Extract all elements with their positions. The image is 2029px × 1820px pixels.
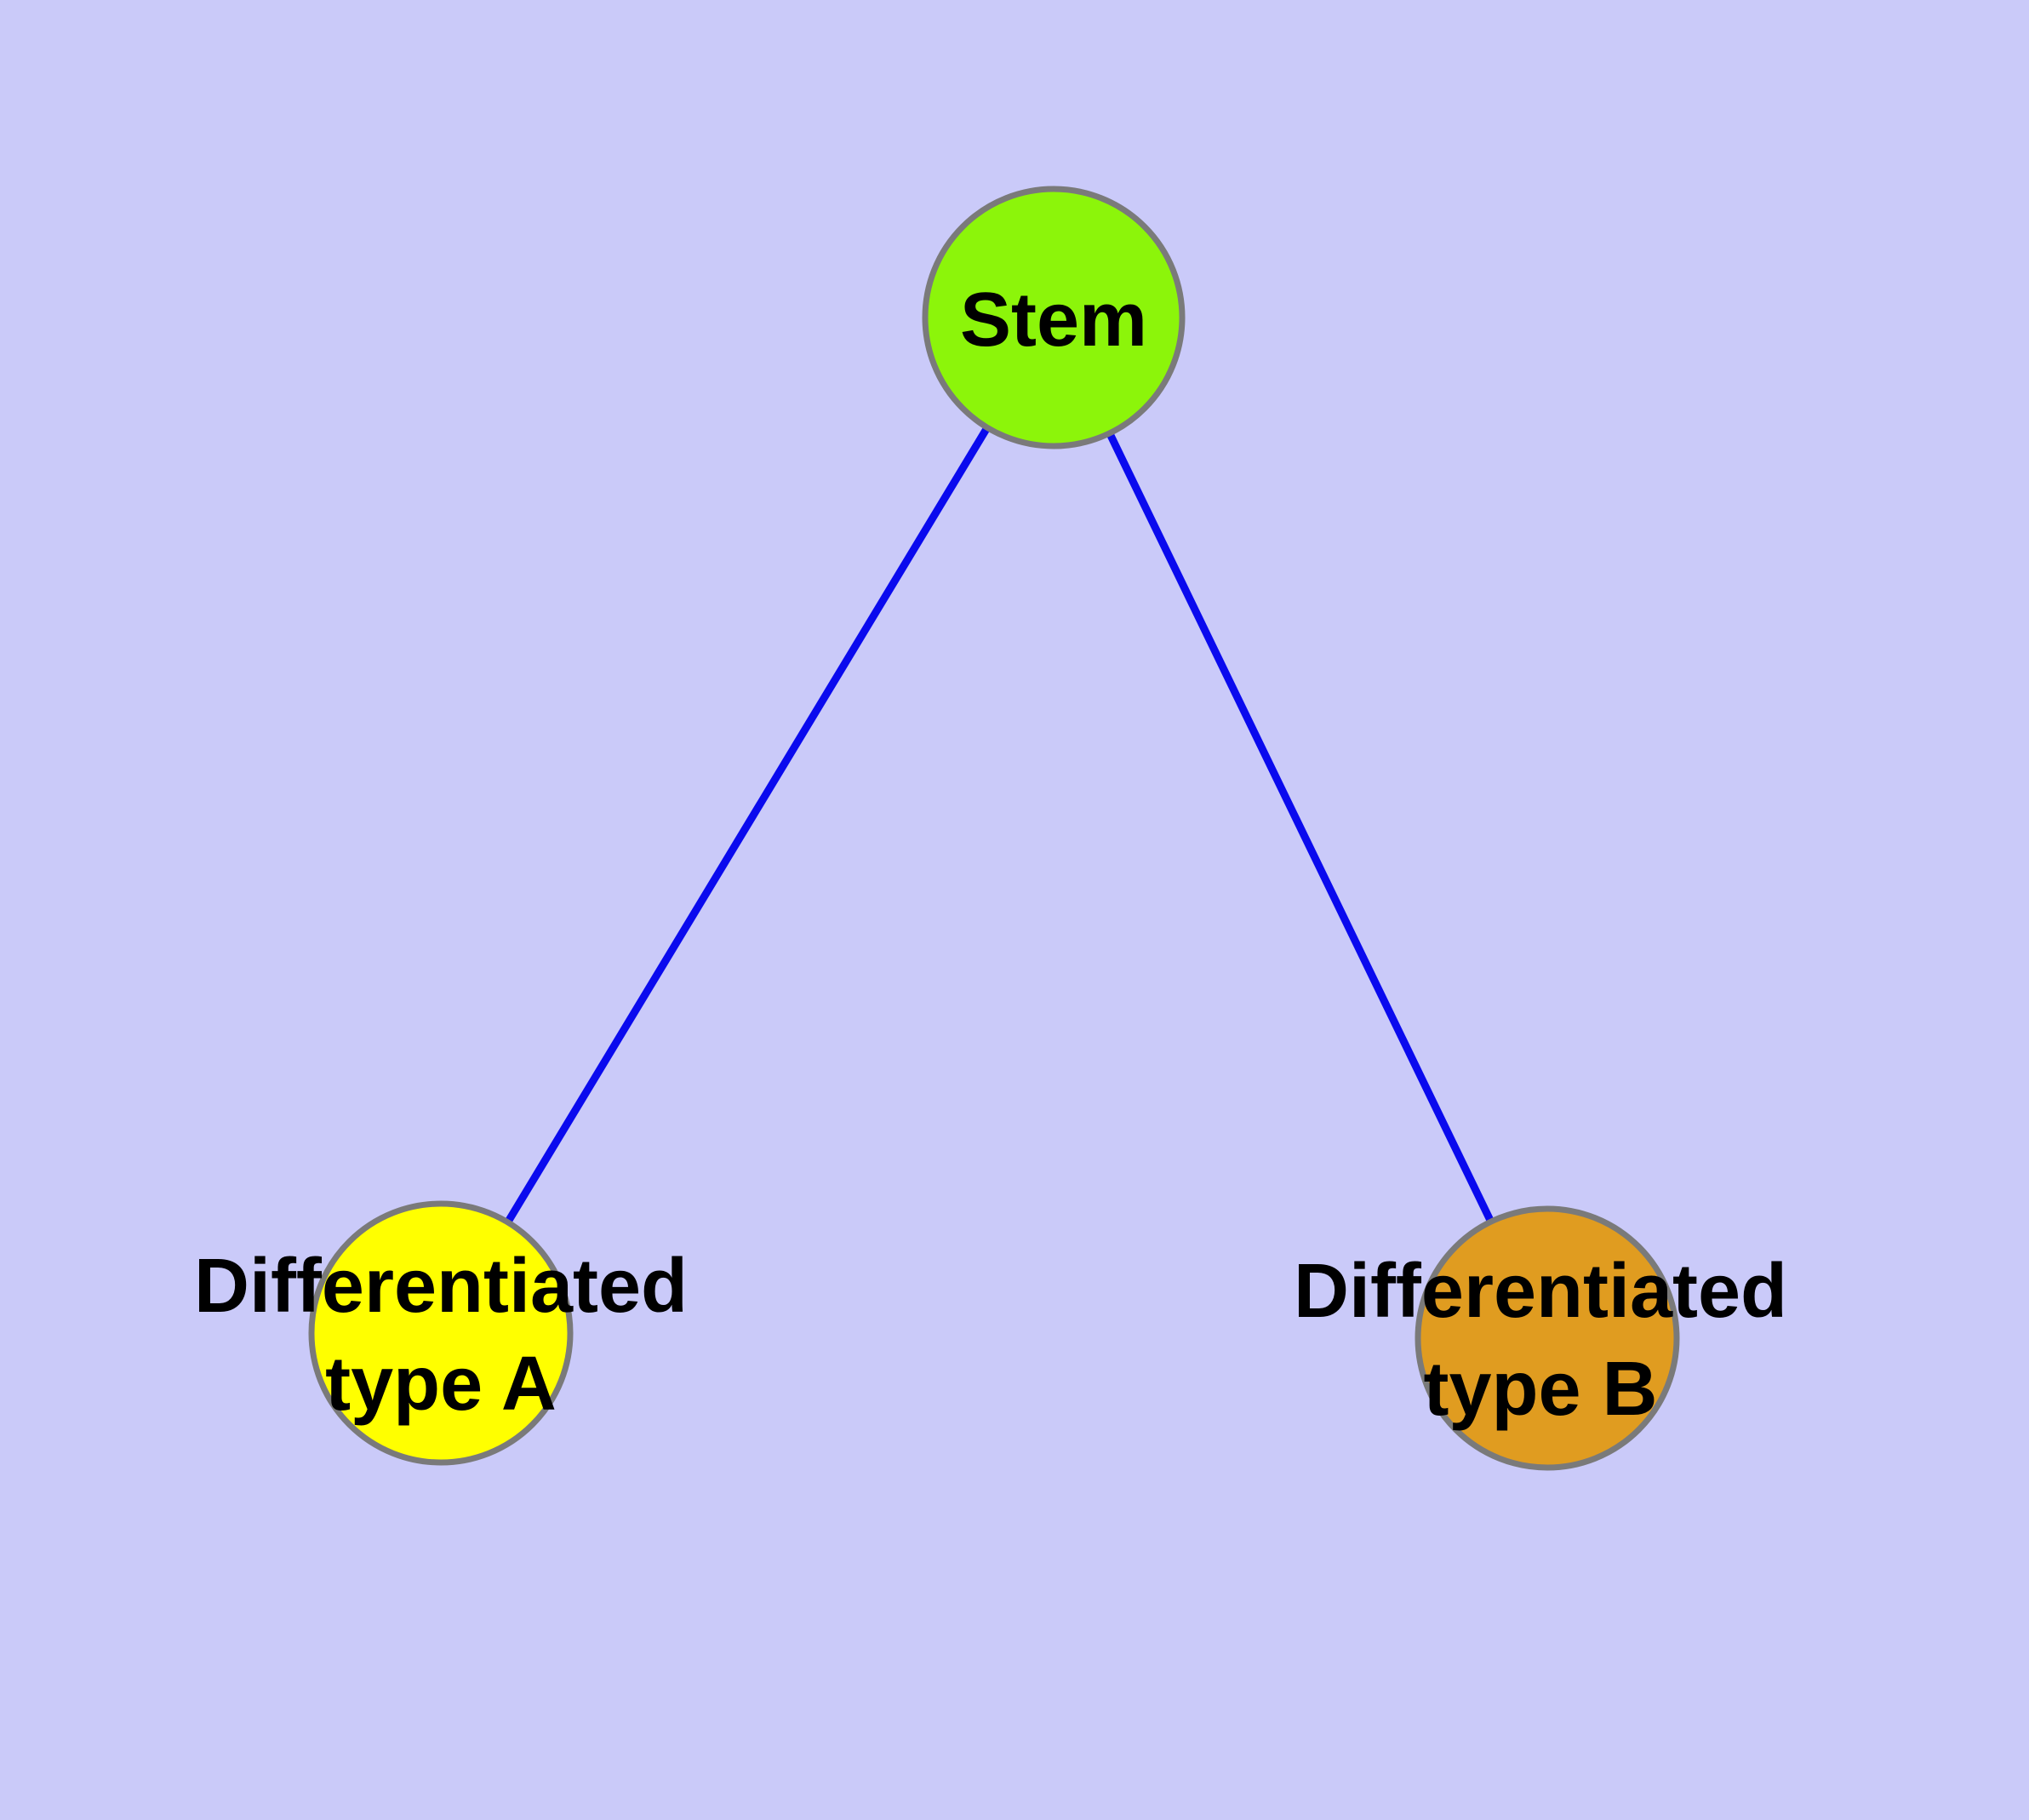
node-type-b-label-line1: Differentiated — [1294, 1249, 1787, 1334]
node-type-a-label-line2: type A — [325, 1342, 557, 1427]
node-type-b-label-line2: type B — [1423, 1347, 1657, 1432]
node-type-a-label-line1: Differentiated — [194, 1244, 688, 1329]
edge-stem-to-type-b — [1049, 316, 1552, 1340]
node-stem — [922, 186, 1186, 449]
node-differentiated-type-b — [1415, 1205, 1680, 1471]
edge-stem-to-type-a — [437, 315, 1057, 1336]
node-differentiated-type-a — [308, 1200, 574, 1466]
node-stem-label: Stem — [960, 278, 1147, 363]
